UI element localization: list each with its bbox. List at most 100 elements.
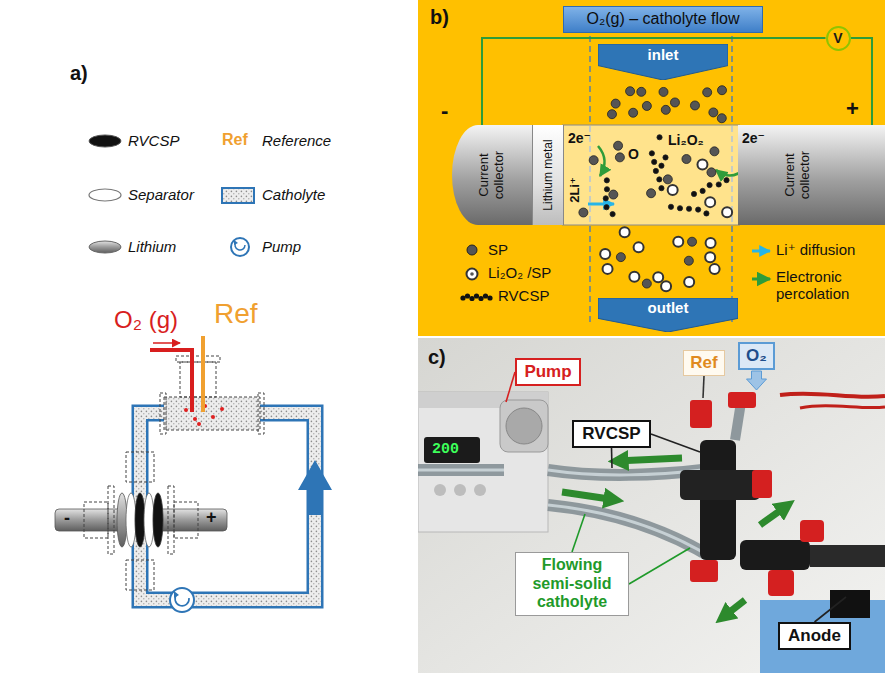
voltmeter-circle: V (826, 26, 851, 51)
cell-cylinder (562, 125, 740, 225)
legend-sample (470, 272, 474, 276)
sp-particle (642, 279, 651, 288)
sp-particle (642, 101, 651, 110)
legend-sample (465, 293, 470, 298)
cell-assembly (84, 502, 108, 538)
coated-particle (634, 242, 644, 252)
coated-particle (673, 237, 683, 247)
rvcsp-bead (652, 159, 657, 164)
node-label: Ref (690, 353, 717, 373)
setup-photo (680, 470, 760, 500)
setup-photo (500, 400, 548, 452)
setup-photo (690, 400, 712, 428)
legend-label: RVCSP (128, 132, 179, 149)
rvcsp-bead (686, 206, 691, 211)
sp-particle (707, 168, 716, 177)
rvcsp-bead (677, 206, 682, 211)
setup-photo (474, 484, 486, 496)
node-label: V (833, 30, 842, 46)
gas-inlet-arrow (747, 371, 767, 390)
rvcsp-bead (700, 188, 705, 193)
callout-box: Pump (515, 358, 581, 386)
rvcsp-bead (663, 155, 668, 160)
leader-line (815, 597, 847, 622)
node-label: Current collector (477, 131, 507, 219)
leader-line (629, 548, 690, 584)
coated-particle (668, 185, 678, 195)
setup-photo (800, 406, 885, 408)
setup-photo (728, 392, 756, 408)
coated-particle (710, 264, 720, 274)
coated-particle (661, 281, 671, 291)
sp-particle (615, 153, 624, 162)
rvcsp-bead (696, 207, 701, 212)
legend-sample (89, 189, 121, 201)
rvcsp-bead (604, 187, 609, 192)
circuit-wire (482, 38, 826, 125)
node-label: Lithium metal (542, 131, 556, 219)
sp-particle (670, 98, 679, 107)
legend-label: Separator (128, 186, 194, 203)
terminal-sign: + (846, 96, 859, 121)
rvcsp-bead (610, 212, 615, 217)
coated-particle (697, 160, 707, 170)
process-arrows (598, 146, 605, 176)
catholyte-loop (298, 460, 332, 515)
sp-particle (688, 237, 697, 246)
cell-assembly (135, 493, 145, 547)
node-label: O₂ (746, 346, 767, 366)
legend-sample (231, 238, 249, 256)
rvcsp-bead (659, 163, 664, 168)
particles (579, 86, 732, 292)
sp-particle (637, 87, 646, 96)
rvcsp-bead (704, 211, 709, 216)
legend-label: Li⁺ diffusion (776, 241, 855, 258)
callout-box: Anode (778, 622, 851, 650)
gas-chamber (164, 397, 260, 430)
coated-particle (653, 272, 663, 282)
setup-photo (800, 520, 824, 542)
legend-sample (460, 295, 465, 300)
node-label: inlet (648, 46, 679, 63)
rvcsp-bead (724, 178, 729, 183)
cell-fittings (126, 560, 154, 590)
cell-assembly (168, 486, 174, 554)
cell-fittings (126, 452, 154, 590)
cell-assembly (108, 486, 114, 554)
node-label: Current collector (783, 131, 813, 219)
setup-photo (562, 492, 616, 500)
callout-box: Flowing semi-solid catholyte (515, 552, 629, 616)
sp-particle (661, 105, 670, 114)
cell-cylinder (562, 225, 740, 226)
leader-line (611, 448, 613, 468)
legend-label: Lithium (128, 238, 176, 255)
setup-photo (418, 338, 885, 673)
outlet-arrow: outlet (598, 298, 738, 332)
gas-chamber (160, 356, 264, 434)
process-arrows (588, 203, 614, 206)
sp-particle (611, 99, 620, 108)
sp-particle (629, 108, 638, 117)
legend-sample (474, 293, 479, 298)
reference-label: Ref (214, 298, 258, 330)
legend-label: Li₂O₂ /SP (488, 264, 551, 281)
legend-sample (478, 296, 483, 301)
electron-label: 2e⁻ (742, 130, 765, 146)
sp-particle (614, 141, 623, 150)
sp-particle (609, 190, 618, 199)
legend-sample (222, 188, 254, 203)
catholyte-loop (174, 591, 179, 598)
lithium-metal: Lithium metal (532, 125, 564, 225)
sp-particle (663, 175, 672, 184)
legend-sample (234, 240, 238, 245)
setup-photo (418, 469, 504, 472)
rvcsp-bead (659, 186, 664, 191)
leader-line (506, 372, 515, 402)
rvcsp-bead (653, 168, 658, 173)
coated-particle (705, 252, 715, 262)
catholyte-loop (140, 413, 315, 600)
oxygen-label: O (628, 146, 639, 162)
coated-particle (705, 197, 715, 207)
coated-particle (603, 264, 613, 274)
